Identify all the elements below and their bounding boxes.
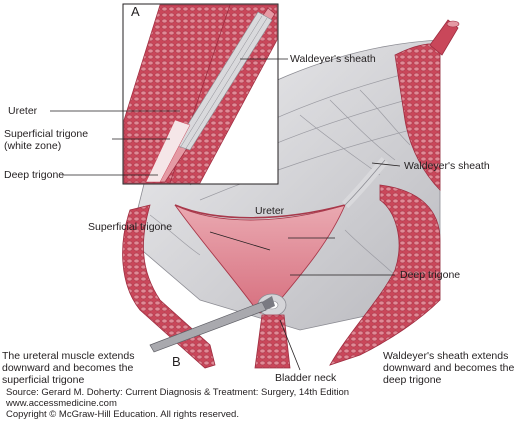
caption-left-line-1: The ureteral muscle extends — [2, 350, 135, 362]
caption-right-line-2: downward and becomes the — [383, 362, 515, 374]
label-deep-trigone-main: Deep trigone — [400, 269, 461, 281]
label-ureter-inset: Ureter — [8, 105, 38, 117]
caption-left-line-2: downward and becomes the — [2, 362, 134, 374]
label-superficial-trigone-inset: Superficial trigone — [4, 128, 89, 140]
label-bladder-neck: Bladder neck — [275, 372, 337, 384]
label-deep-trigone-inset: Deep trigone — [4, 169, 65, 181]
source-url: www.accessmedicine.com — [6, 398, 117, 409]
panel-label-a: A — [131, 4, 140, 19]
label-superficial-trigone-main: Superficial trigone — [88, 221, 173, 233]
caption-left-line-3: superficial trigone — [2, 374, 85, 386]
bladder-wall-main — [122, 19, 460, 369]
caption-right-line-3: deep trigone — [383, 374, 442, 386]
label-ureter-main: Ureter — [255, 205, 285, 217]
label-waldeyers-sheath-main: Waldeyer's sheath — [404, 160, 490, 172]
leader-lines — [50, 58, 401, 371]
copyright-notice: Copyright © McGraw-Hill Education. All r… — [6, 409, 239, 420]
panel-label-b: B — [172, 354, 181, 369]
label-waldeyers-sheath-inset: Waldeyer's sheath — [290, 53, 376, 65]
inset-panel-a — [122, 3, 279, 185]
source-citation: Source: Gerard M. Doherty: Current Diagn… — [6, 387, 350, 398]
label-white-zone-inset: (white zone) — [4, 140, 62, 152]
caption-right-line-1: Waldeyer's sheath extends — [383, 350, 509, 362]
